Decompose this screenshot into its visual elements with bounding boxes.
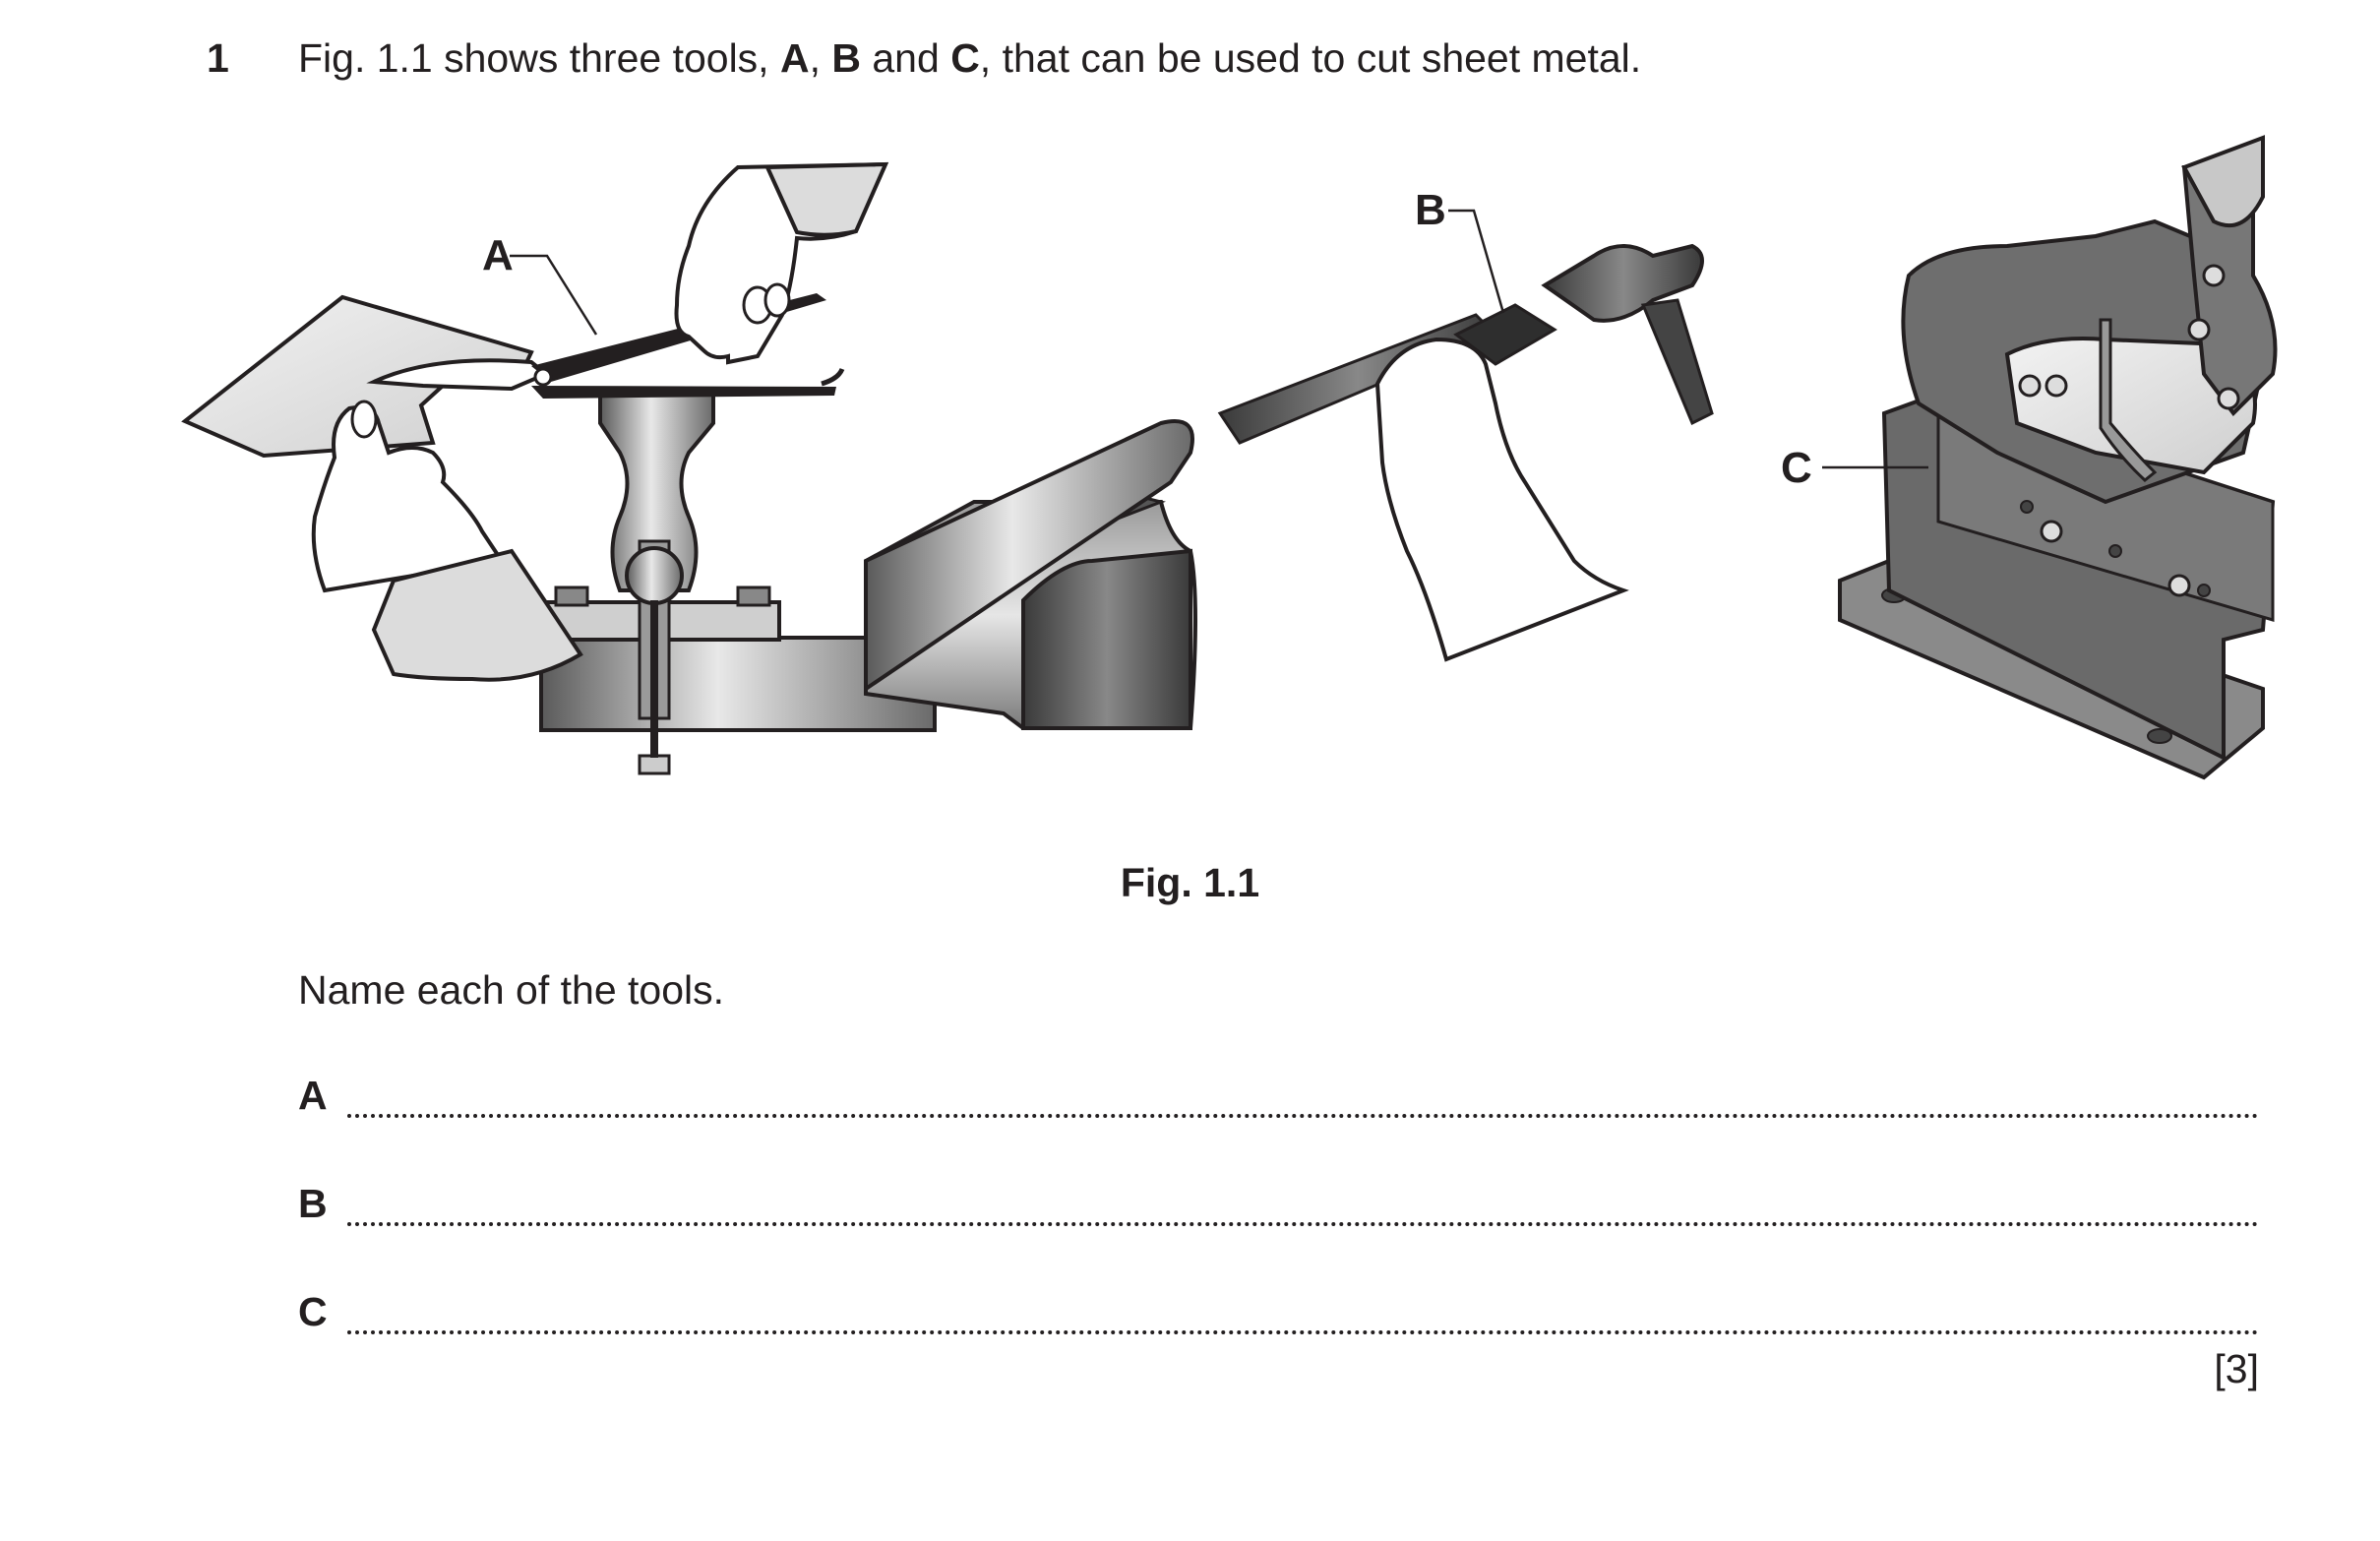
answer-field-b[interactable] — [347, 1222, 2259, 1226]
answer-field-a[interactable] — [347, 1114, 2259, 1118]
answer-letter-a: A — [298, 1073, 328, 1118]
stem-tool-a: A — [779, 35, 810, 81]
figure-caption: Fig. 1.1 — [1120, 860, 1260, 905]
question-stem: Fig. 1.1 shows three tools, A, B and C, … — [298, 35, 1641, 82]
tool-c-drawing: C — [1781, 135, 2278, 780]
tool-b-drawing: B — [864, 186, 1714, 730]
stem-text-3: and — [860, 35, 951, 81]
stem-tool-c: C — [950, 35, 980, 81]
answer-row-a: A — [298, 1073, 2259, 1132]
label-b: B — [1415, 186, 1446, 234]
answer-letter-c: C — [298, 1289, 328, 1334]
answer-field-c[interactable] — [347, 1330, 2259, 1334]
hammer-head — [1541, 243, 1704, 323]
answer-row-c: C — [298, 1289, 2259, 1348]
answer-letter-b: B — [298, 1181, 328, 1226]
hammer-handle — [1640, 298, 1714, 426]
stem-text-2: , — [809, 35, 832, 81]
shear-stop — [2099, 318, 2158, 482]
leader-a — [510, 254, 598, 336]
label-a: A — [482, 231, 514, 279]
stem-text-4: , that can be used to cut sheet metal. — [979, 35, 1642, 81]
vice-body — [598, 390, 715, 592]
stem-tool-b: B — [831, 35, 861, 81]
figure-tools: A B — [181, 135, 2278, 780]
sleeve-lower — [371, 548, 583, 682]
tool-a-drawing: A — [181, 161, 937, 775]
label-c: C — [1781, 444, 1812, 492]
leader-b — [1448, 209, 1505, 314]
question-number: 1 — [207, 35, 229, 81]
sheet-metal-b — [864, 419, 1194, 693]
shear-lever — [2181, 165, 2278, 417]
hand-chisel — [1374, 337, 1629, 662]
answer-row-b: B — [298, 1181, 2259, 1240]
stem-text-1: Fig. 1.1 shows three tools, — [298, 35, 780, 81]
instruction-text: Name each of the tools. — [298, 967, 725, 1013]
marks-total: [3] — [2214, 1346, 2259, 1391]
